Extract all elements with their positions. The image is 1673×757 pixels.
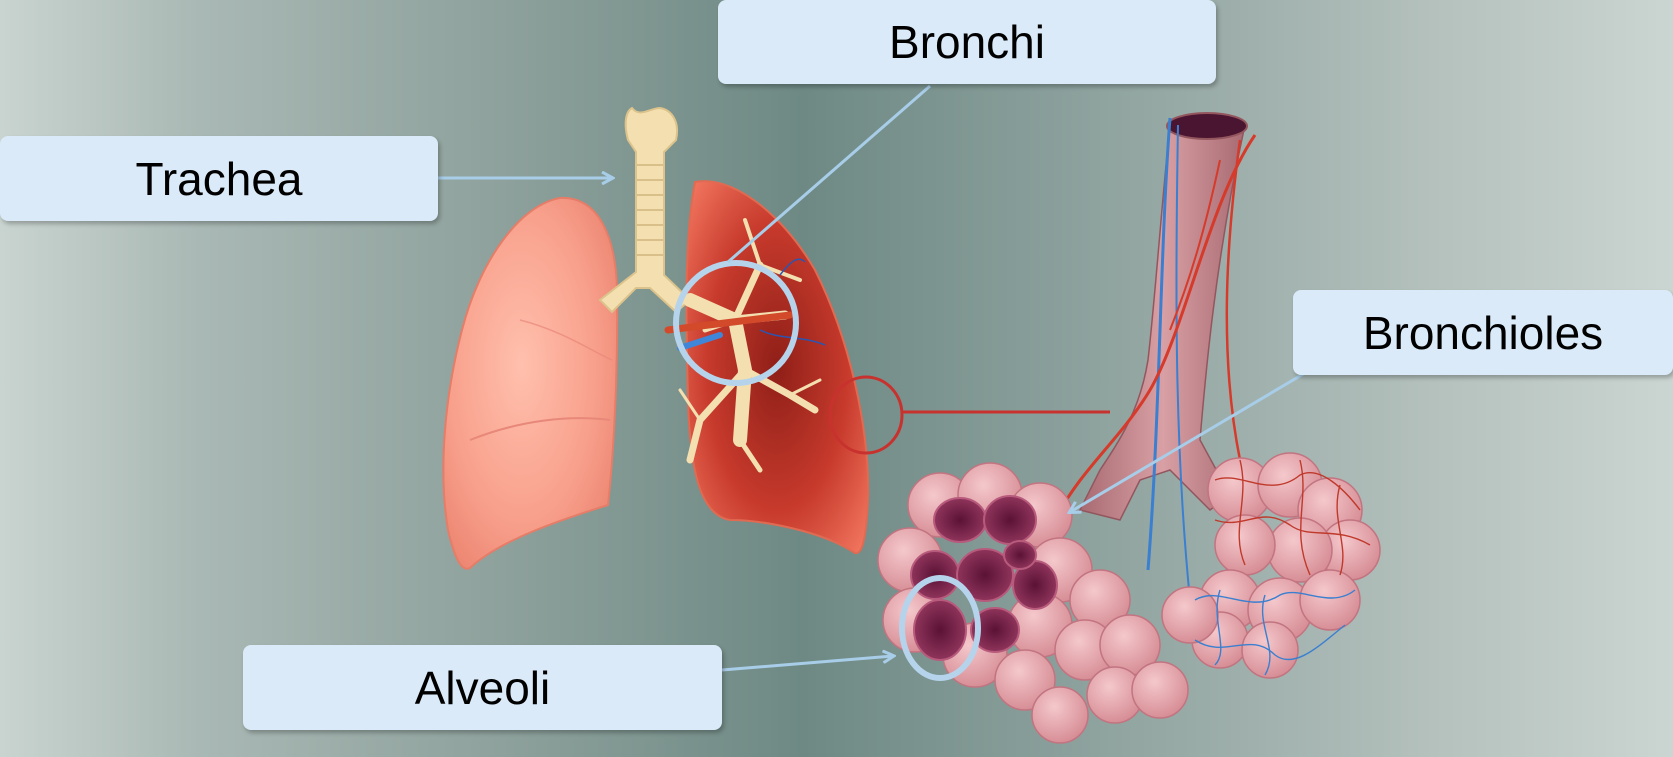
alveoli-pointer-arrow xyxy=(722,656,893,670)
trachea-label-text: Trachea xyxy=(135,152,302,206)
alveoli-label-text: Alveoli xyxy=(415,661,551,715)
alveoli-label: Alveoli xyxy=(243,645,722,730)
alveoli-cluster-illustration xyxy=(878,463,1188,743)
bronchi-label-text: Bronchi xyxy=(889,15,1045,69)
bronchioles-label: Bronchioles xyxy=(1293,290,1673,375)
zoom-indicator xyxy=(830,377,1110,453)
trachea-label: Trachea xyxy=(0,136,438,221)
bronchi-label: Bronchi xyxy=(718,0,1216,84)
left-lung xyxy=(443,198,617,569)
bronchi-pointer-line xyxy=(728,86,930,262)
bronchioles-label-text: Bronchioles xyxy=(1363,306,1603,360)
